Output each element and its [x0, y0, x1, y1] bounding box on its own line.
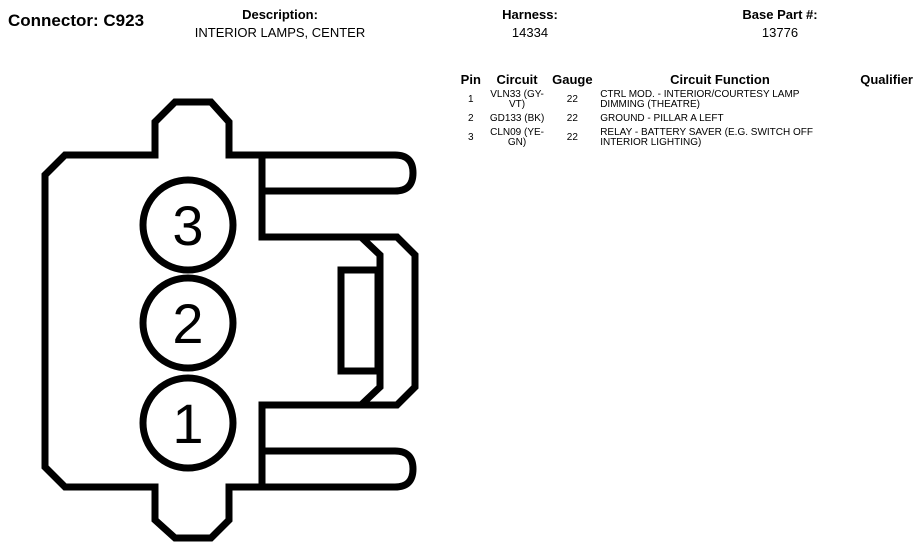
table-row: 3 CLN09 (YE-GN) 22 RELAY - BATTERY SAVER… [456, 126, 913, 150]
harness-label: Harness: [502, 7, 558, 22]
upper-latch [229, 151, 417, 195]
row-gauge: 22 [566, 94, 578, 105]
header-pin: Pin [460, 72, 481, 87]
pin-cavity-3 [139, 176, 237, 274]
pin-label-3: 3 [172, 194, 203, 257]
row-function: CTRL MOD. - INTERIOR/COURTESY LAMP DIMMI… [600, 89, 800, 110]
table-row: 2 GD133 (BK) 22 GROUND - PILLAR A LEFT [456, 112, 913, 126]
row-pin: 1 [468, 94, 474, 105]
base-part-label: Base Part #: [742, 7, 818, 22]
row-gauge: 22 [566, 132, 578, 143]
pin-cavity-2 [139, 274, 237, 372]
harness-value: 14334 [511, 25, 549, 40]
pin-table: Pin Circuit Gauge Circuit Function Quali… [456, 70, 913, 150]
header-qualifier: Qualifier [860, 72, 913, 87]
pin-label-1: 1 [172, 392, 203, 455]
header-circuit: Circuit [496, 72, 538, 87]
description-block: Description: INTERIOR LAMPS, CENTER [180, 7, 380, 40]
connector-title: Connector: C923 [8, 11, 145, 30]
pin-table-header: Pin Circuit Gauge Circuit Function Quali… [456, 70, 913, 88]
row-function: RELAY - BATTERY SAVER (E.G. SWITCH OFF I… [600, 127, 813, 148]
header-gauge: Gauge [552, 72, 593, 87]
base-part-value: 13776 [761, 25, 799, 40]
header-function: Circuit Function [670, 72, 770, 87]
row-pin: 3 [468, 132, 474, 143]
row-gauge: 22 [566, 113, 578, 124]
pin-cavity-1 [139, 374, 237, 472]
lower-latch [229, 447, 417, 491]
row-circuit: CLN09 (YE-GN) [490, 127, 544, 148]
row-circuit: GD133 (BK) [489, 113, 545, 124]
connector-body-outline [41, 98, 384, 542]
row-circuit: VLN33 (GY-VT) [490, 89, 544, 110]
key-slot [337, 266, 382, 375]
base-part-block: Base Part #: 13776 [720, 7, 840, 40]
row-pin: 2 [468, 113, 474, 124]
table-row: 1 VLN33 (GY-VT) 22 CTRL MOD. - INTERIOR/… [456, 88, 913, 112]
key-tab [361, 233, 419, 409]
description-value: INTERIOR LAMPS, CENTER [194, 25, 366, 40]
description-label: Description: [242, 7, 318, 22]
harness-block: Harness: 14334 [470, 7, 590, 40]
pin-label-2: 2 [172, 292, 203, 355]
row-function: GROUND - PILLAR A LEFT [600, 113, 724, 124]
